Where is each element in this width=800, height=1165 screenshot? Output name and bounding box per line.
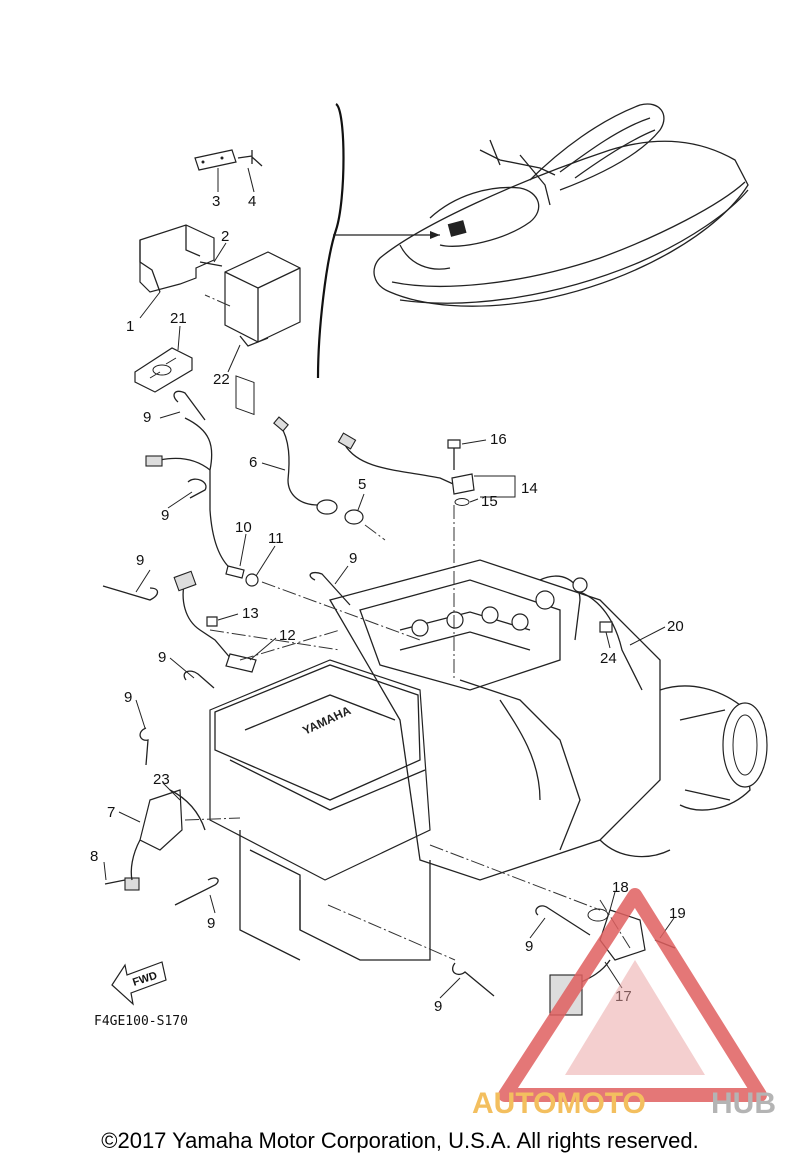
callout-9-h: 9	[525, 938, 533, 955]
leader-lines	[103, 167, 675, 999]
callout-9-f: 9	[124, 689, 132, 706]
callout-21: 21	[170, 310, 187, 327]
callout-19: 19	[669, 905, 686, 922]
callout-labels: 3 4 2 1 21 22 9 9 6 16 5 14 15 10 11 9 9…	[90, 193, 686, 1015]
callout-5: 5	[358, 476, 366, 493]
callout-22: 22	[213, 371, 230, 388]
cable-ties	[102, 390, 591, 997]
callout-3: 3	[212, 193, 220, 210]
callout-7: 7	[107, 804, 115, 821]
callout-1: 1	[126, 318, 134, 335]
watermark-text-automoto: AUTOMOTO	[472, 1087, 646, 1120]
callout-9-a: 9	[143, 409, 151, 426]
callout-15: 15	[481, 493, 498, 510]
callout-12: 12	[279, 627, 296, 644]
callout-23: 23	[153, 771, 170, 788]
callout-11: 11	[268, 530, 284, 547]
watermark-text-hub: HUB	[711, 1087, 776, 1120]
callout-24: 24	[600, 650, 617, 667]
callout-8: 8	[90, 848, 98, 865]
callout-16: 16	[490, 431, 507, 448]
callout-6: 6	[249, 454, 257, 471]
callout-20: 20	[667, 618, 684, 635]
callout-13: 13	[242, 605, 259, 622]
watercraft-illustration	[316, 103, 749, 379]
diagram-part-code: F4GE100-S170	[94, 1014, 188, 1029]
callout-9-e: 9	[158, 649, 166, 666]
callout-2: 2	[221, 228, 229, 245]
callout-14: 14	[521, 480, 538, 497]
callout-9-b: 9	[161, 507, 169, 524]
callout-9-d: 9	[349, 550, 357, 567]
callout-9-c: 9	[136, 552, 144, 569]
ecu-assembly	[134, 149, 301, 416]
callout-18: 18	[612, 879, 629, 896]
engine-block: YAMAHA	[209, 559, 768, 961]
copyright-notice: ©2017 Yamaha Motor Corporation, U.S.A. A…	[101, 1128, 699, 1153]
watermark-triangle	[498, 888, 767, 1102]
callout-9-g: 9	[207, 915, 215, 932]
forward-arrow: FWD	[111, 961, 167, 1006]
sensor-parts	[104, 416, 676, 1016]
callout-10: 10	[235, 519, 252, 536]
callout-9-i: 9	[434, 998, 442, 1015]
watermark-logo: AUTOMOTO HUB	[472, 888, 776, 1120]
callout-4: 4	[248, 193, 256, 210]
